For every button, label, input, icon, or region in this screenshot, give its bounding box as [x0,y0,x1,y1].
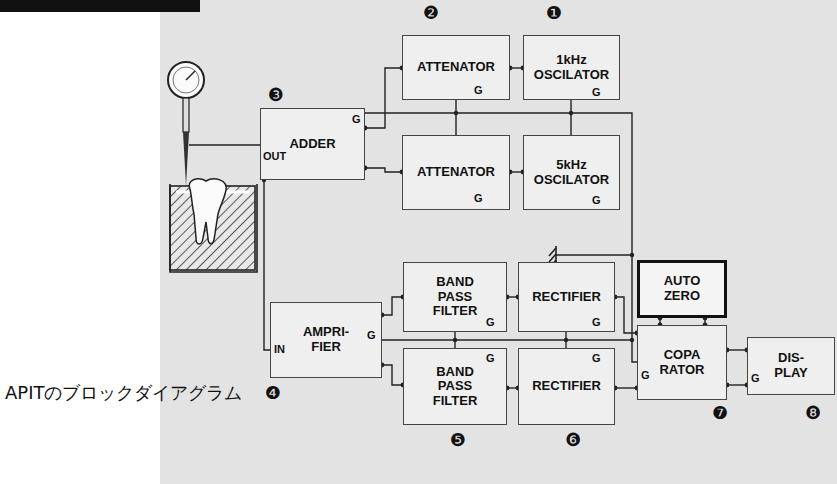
callout-number: ❽ [805,404,821,422]
box-label: 5kHz OSCILATOR [534,158,609,187]
ground-pin: G [592,195,601,206]
output-wire [189,144,260,145]
oscillator-box: 5kHz OSCILATOR [523,135,620,210]
signal-wire [365,68,402,128]
signal-wire [727,349,747,350]
ground-panel [160,0,837,484]
callout-number: ❷ [423,4,439,22]
ground-pin: G [641,370,650,381]
header-bar [0,0,200,12]
ground-pin: G [592,353,601,364]
attenuator-box: ATTENATOR [402,35,510,100]
signal-wire [365,168,402,172]
signal-wire [727,384,747,385]
signal-wire [615,387,637,388]
ground-pin: G [751,373,760,384]
tooth [189,179,226,244]
ground-wire [365,100,637,362]
caption: APITのブロックダイアグラム [5,381,242,405]
ground-pin: G [474,85,483,96]
callout-number: ❹ [265,384,281,402]
auto-zero-box: AUTO ZERO [637,260,727,318]
box-label: ATTENATOR [417,60,495,75]
box-label: ATTENATOR [417,165,495,180]
oscillator-box: 1kHz OSCILATOR [523,35,620,100]
callout-number: ❼ [712,404,728,422]
callout-number: ❻ [565,431,581,449]
box-label: AMPRI- FIER [303,325,349,354]
box-label: COPA RATOR [659,348,704,377]
box-label: ADDER [289,137,335,152]
signal-wire [615,297,637,333]
ground-pin: G [592,87,601,98]
box-label: DIS- PLAY [774,351,807,380]
signal-wire [382,297,403,315]
amplifier-box: AMPRI- FIER [270,302,382,378]
box-label: BAND PASS FILTER [433,275,478,319]
ground-pin: G [352,114,361,125]
box-label: 1kHz OSCILATOR [534,53,609,82]
box-label: RECTIFIER [532,290,601,305]
pin-name: OUT [263,151,286,162]
display-box: DIS- PLAY [747,337,835,395]
box-label: RECTIFIER [532,379,601,394]
ground-pin: G [486,353,495,364]
callout-number: ❶ [546,4,562,22]
pin-name: IN [274,344,285,355]
box-label: AUTO ZERO [664,274,701,303]
adder-box: ADDER [260,108,365,180]
box-label: BAND PASS FILTER [433,365,478,409]
ground-pin: G [592,317,601,328]
ground-pin: G [367,330,376,341]
ground-pin: G [486,317,495,328]
ground-pin: G [474,193,483,204]
comparator-box: COPA RATOR [637,325,727,400]
signal-wire [382,365,403,385]
attenuator-box: ATTENATOR [402,135,510,210]
callout-number: ❺ [450,431,466,449]
callout-number: ❸ [268,86,284,104]
dial-gauge [168,62,204,186]
